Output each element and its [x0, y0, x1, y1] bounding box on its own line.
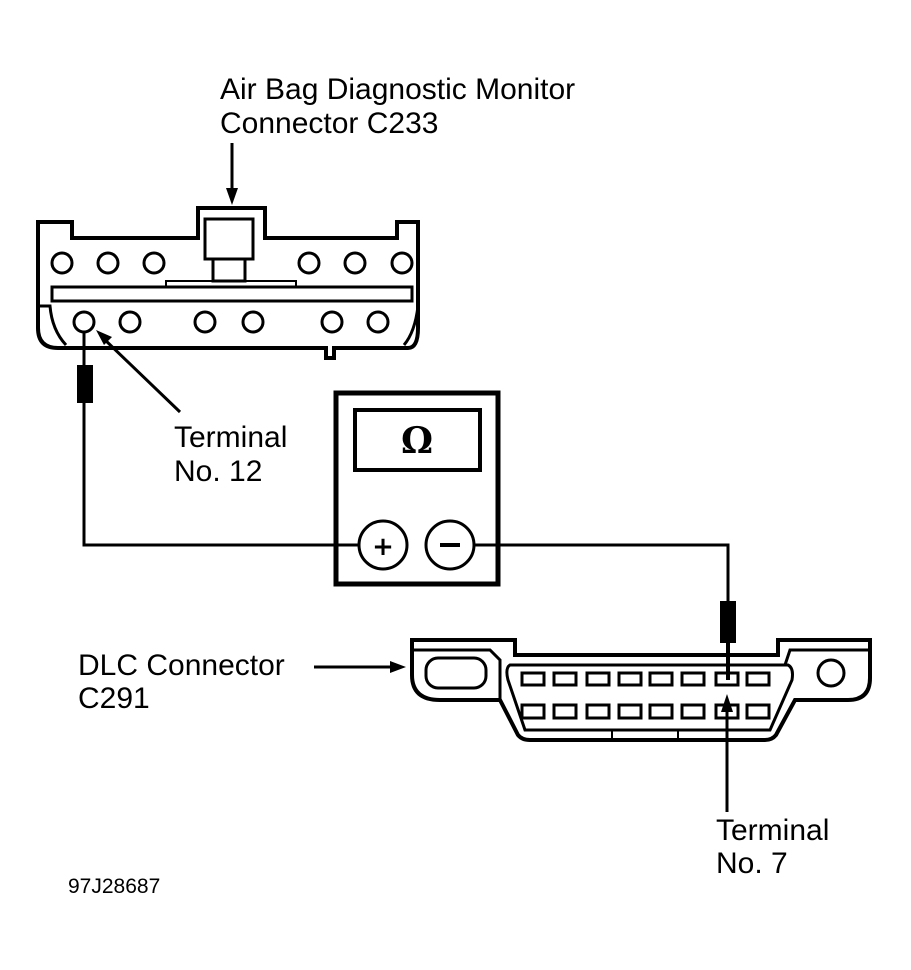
- c233-top-pins: [50, 251, 414, 275]
- terminal-7-label-line1: Terminal: [716, 814, 829, 847]
- dlc-connector-label-line1: DLC Connector: [78, 649, 285, 682]
- terminal-7-label-line2: No. 7: [716, 847, 788, 880]
- terminal-7-pointer-arrow: [721, 694, 733, 812]
- dlc-connector-label-line2: C291: [78, 682, 150, 715]
- positive-lead-wire: [82, 403, 358, 547]
- ohmmeter-display: [353, 408, 482, 472]
- terminal-12-pin: [72, 310, 96, 334]
- c233-bottom-pins: [72, 310, 390, 334]
- positive-jack: [357, 519, 409, 571]
- airbag-connector-c233: [36, 206, 420, 360]
- positive-symbol-icon: +: [372, 532, 394, 562]
- dlc-top-row-pins: [520, 671, 771, 687]
- terminal-12-label-line1: Terminal: [174, 421, 287, 454]
- probe-terminal-12: [77, 332, 93, 403]
- ohm-symbol-icon: Ω: [401, 420, 433, 462]
- airbag-connector-label-line2: Connector C233: [220, 107, 438, 140]
- ohmmeter: Ω +: [333, 390, 501, 587]
- airbag-connector-label-line1: Air Bag Diagnostic Monitor: [220, 73, 575, 106]
- airbag-connector-pointer-arrow: [226, 143, 238, 205]
- negative-lead-wire: [474, 543, 730, 601]
- dlc-left-mount-slot: [424, 656, 488, 690]
- dlc-right-mount-hole: [816, 658, 846, 688]
- figure-code: 97J28687: [68, 875, 160, 898]
- probe-terminal-7: [720, 601, 736, 680]
- dlc-connector-pointer-arrow: [314, 661, 406, 673]
- ohmmeter-body: [333, 390, 501, 587]
- terminal-12-pointer-arrow: [96, 330, 182, 414]
- terminal-12-label-line2: No. 12: [174, 455, 262, 488]
- terminal-7-pin: [714, 671, 740, 687]
- dlc-connector-c291: [410, 638, 872, 742]
